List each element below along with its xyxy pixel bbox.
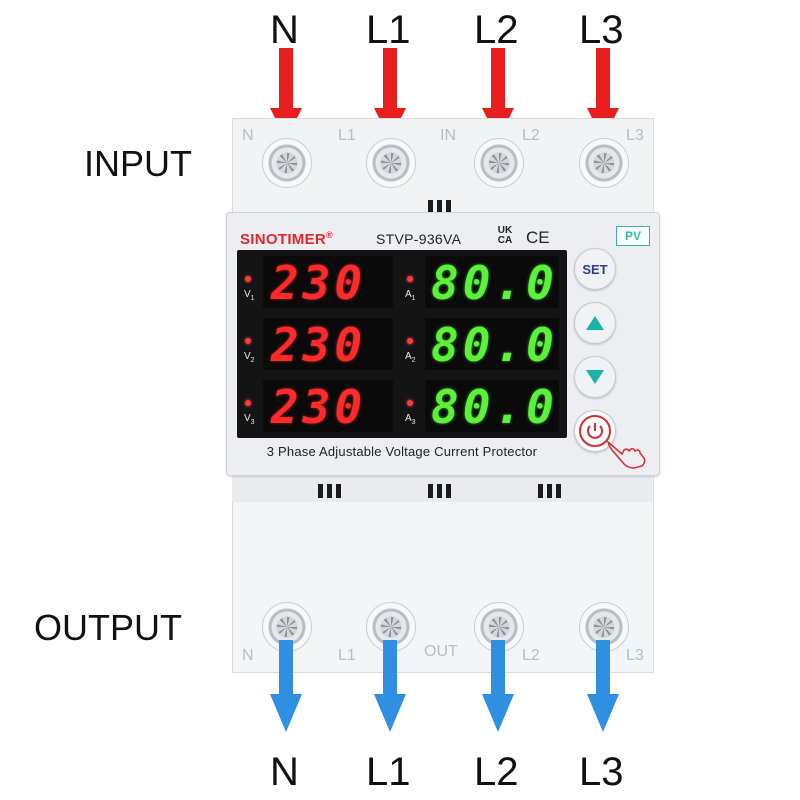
bottom-wire-label-l3: L3: [579, 750, 624, 794]
triangle-down-icon: [586, 370, 604, 384]
terminal-screw-l1-top: [366, 138, 416, 188]
voltage-display-2: 230: [263, 318, 393, 370]
voltage-value-1: 230: [271, 256, 367, 308]
set-button-label: SET: [582, 261, 608, 277]
arrow-output-l1: [374, 640, 406, 732]
ce-mark: CE: [526, 228, 550, 247]
device-bottom-strip: [232, 474, 652, 502]
voltage-display-3: 230: [263, 380, 393, 432]
terminal-screw-l3-bottom: [579, 602, 629, 652]
terminal-screw-l2-top: [474, 138, 524, 188]
arrow-output-l3: [587, 640, 619, 732]
terminal-label-l1-top: L1: [338, 127, 356, 144]
current-row-label-2: A2: [405, 351, 416, 365]
terminal-screw-l2-bottom: [474, 602, 524, 652]
ukca-mark: UK CA: [497, 225, 513, 246]
arrow-output-n: [270, 640, 302, 732]
terminal-label-l2-top: L2: [522, 127, 540, 144]
current-value-1: 80.0: [431, 256, 558, 308]
input-label: INPUT: [84, 143, 192, 184]
down-button[interactable]: [574, 356, 616, 398]
up-button[interactable]: [574, 302, 616, 344]
top-wire-label-l2: L2: [474, 8, 519, 52]
voltage-led-1: [245, 276, 251, 282]
terminal-screw-n-top: [262, 138, 312, 188]
set-button[interactable]: SET: [574, 248, 616, 290]
top-wire-label-n: N: [270, 8, 299, 52]
brand-name: SINOTIMER®: [240, 230, 333, 248]
model-number: STVP-936VA: [376, 231, 462, 247]
power-icon: [579, 415, 611, 447]
current-row-label-3: A3: [405, 413, 416, 427]
voltage-led-2: [245, 338, 251, 344]
panel-header: SINOTIMER® STVP-936VA UK CA CE PV: [234, 224, 654, 252]
voltage-row-label-2: V2: [244, 351, 255, 365]
vent-center: [428, 484, 451, 498]
pointing-hand-icon: [606, 439, 646, 469]
top-wire-label-l1: L1: [366, 8, 411, 52]
pv-badge: PV: [616, 226, 650, 246]
bottom-wire-label-n: N: [270, 750, 299, 794]
voltage-value-3: 230: [271, 380, 367, 432]
voltage-row-label-3: V3: [244, 413, 255, 427]
terminal-label-l2-bottom: L2: [522, 647, 540, 664]
current-display-1: 80.0: [425, 256, 559, 308]
bottom-wire-label-l1: L1: [366, 750, 411, 794]
current-value-2: 80.0: [431, 318, 558, 370]
current-value-3: 80.0: [431, 380, 558, 432]
terminal-screw-l3-top: [579, 138, 629, 188]
vent-left: [318, 484, 341, 498]
terminal-label-l3-top: L3: [626, 127, 644, 144]
bottom-wire-label-l2: L2: [474, 750, 519, 794]
output-label: OUTPUT: [34, 607, 182, 648]
voltage-row-label-1: V1: [244, 289, 255, 303]
current-led-1: [407, 276, 413, 282]
terminal-label-l1-bottom: L1: [338, 647, 356, 664]
voltage-led-3: [245, 400, 251, 406]
top-wire-label-l3: L3: [579, 8, 624, 52]
vent-right: [538, 484, 561, 498]
terminal-screw-n-bottom: [262, 602, 312, 652]
current-led-2: [407, 338, 413, 344]
display-area: V1 230 A1 80.0 V2 230 A2 80.0 V3 230 A3 …: [237, 250, 567, 438]
triangle-up-icon: [586, 316, 604, 330]
terminal-label-in: IN: [440, 127, 456, 144]
current-display-3: 80.0: [425, 380, 559, 432]
current-display-2: 80.0: [425, 318, 559, 370]
terminal-label-n-top: N: [242, 127, 254, 144]
current-led-3: [407, 400, 413, 406]
current-row-label-1: A1: [405, 289, 416, 303]
terminal-label-l3-bottom: L3: [626, 647, 644, 664]
vent-top: [428, 200, 451, 214]
arrow-output-l2: [482, 640, 514, 732]
device-caption: 3 Phase Adjustable Voltage Current Prote…: [266, 444, 538, 459]
voltage-value-2: 230: [271, 318, 367, 370]
terminal-label-out: OUT: [424, 643, 458, 660]
terminal-label-n-bottom: N: [242, 647, 254, 664]
voltage-display-1: 230: [263, 256, 393, 308]
